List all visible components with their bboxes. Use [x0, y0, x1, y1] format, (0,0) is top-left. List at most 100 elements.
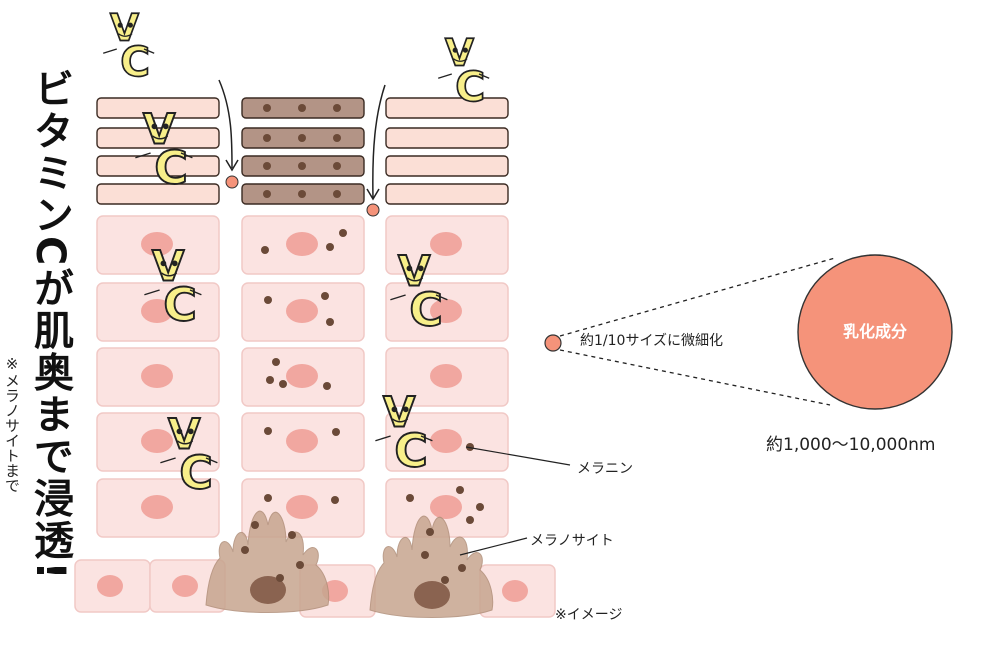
melanin-dot	[323, 382, 331, 390]
eye-icon	[187, 428, 194, 435]
leader-line-melanocyte	[459, 537, 528, 556]
vitamin-c-letter: C	[179, 446, 212, 499]
cell-nucleus	[430, 299, 462, 323]
micro-particle-large	[544, 334, 562, 352]
stratum-melanin	[298, 104, 306, 112]
melanin-dot	[466, 443, 474, 451]
vitamin-c-letter: C	[409, 283, 442, 336]
vitamin-v-letter: V	[143, 105, 176, 154]
stratum-layer	[96, 97, 220, 119]
melanin-dot	[332, 428, 340, 436]
stratum-layer	[385, 155, 509, 177]
arm-icon	[160, 457, 176, 464]
eye-icon	[117, 22, 123, 28]
arm-icon	[143, 48, 155, 54]
melanin-dot	[441, 576, 449, 584]
melanin-dot	[296, 561, 304, 569]
melanin-dot	[421, 551, 429, 559]
stratum-melanin	[263, 162, 271, 170]
arm-icon	[205, 457, 218, 464]
stratum-melanin	[263, 104, 271, 112]
stratum-melanin	[333, 162, 341, 170]
emulsion-size: 約1,000〜10,000nm	[766, 435, 936, 455]
arrow-head	[366, 188, 380, 201]
stratum-melanin	[298, 190, 306, 198]
label-melanin: メラニン	[577, 461, 633, 477]
eye-icon	[406, 265, 413, 272]
cell-nucleus	[430, 429, 462, 453]
melanin-dot	[426, 528, 434, 536]
stratum-melanin	[333, 104, 341, 112]
melanocyte	[369, 515, 494, 618]
melanin-dot	[266, 376, 274, 384]
vitamin-c-character: VC	[103, 5, 155, 87]
arm-icon	[180, 152, 193, 159]
melanocyte-nucleus	[250, 576, 286, 604]
emulsion-label: 乳化成分	[842, 322, 907, 341]
vitamin-c-character: VC	[135, 104, 193, 195]
arm-icon	[478, 73, 490, 79]
stratum-layer	[96, 183, 220, 205]
vitamin-v-letter: V	[110, 6, 139, 50]
cell-nucleus	[141, 429, 173, 453]
arrow-head	[225, 159, 239, 172]
melanin-dot	[406, 494, 414, 502]
dashed-line-top	[559, 257, 836, 337]
arm-icon	[189, 289, 202, 296]
stratum-layer	[96, 155, 220, 177]
melanin-dot	[279, 380, 287, 388]
melanin-dot	[466, 516, 474, 524]
eye-icon	[402, 406, 409, 413]
vitamin-v-letter: V	[445, 31, 474, 75]
smile-icon	[161, 272, 178, 277]
label-size-reduction: 約1/10サイズに微細化	[580, 333, 724, 349]
melanin-dot	[456, 486, 464, 494]
stratum-layer	[385, 97, 509, 119]
cell-nucleus	[141, 232, 173, 256]
cell-nucleus	[430, 232, 462, 256]
arm-icon	[103, 48, 117, 54]
eye-icon	[176, 428, 183, 435]
arm-icon	[438, 73, 452, 79]
arm-icon	[435, 294, 448, 301]
arrow-down	[218, 79, 233, 169]
stratum-melanin	[333, 190, 341, 198]
cell-nucleus	[286, 429, 318, 453]
vitamin-v-letter: V	[152, 242, 185, 291]
eye-icon	[127, 22, 133, 28]
vitamin-c-character: VC	[375, 387, 433, 478]
cell-nucleus	[286, 364, 318, 388]
vitamin-v-letter: V	[168, 410, 201, 459]
vitamin-c-letter: C	[154, 141, 187, 194]
arrow-down	[372, 84, 386, 199]
melanin-dot	[272, 358, 280, 366]
smile-icon	[392, 418, 409, 423]
smile-icon	[118, 33, 133, 37]
smile-icon	[177, 440, 194, 445]
eye-icon	[160, 260, 167, 267]
stratum-melanin	[263, 134, 271, 142]
cell-nucleus	[502, 580, 528, 602]
vitamin-c-character: VC	[144, 241, 202, 332]
vitamin-c-letter: C	[455, 63, 485, 111]
cell-nucleus	[430, 364, 462, 388]
smile-icon	[453, 58, 468, 62]
cell-nucleus	[141, 299, 173, 323]
melanin-dot	[241, 546, 249, 554]
dashed-line-bottom	[559, 349, 831, 406]
cell-nucleus	[141, 364, 173, 388]
smile-icon	[152, 135, 169, 140]
eye-icon	[171, 260, 178, 267]
image-note: ※イメージ	[555, 607, 623, 623]
arm-icon	[420, 435, 433, 442]
melanin-dot	[264, 494, 272, 502]
stratum-layer	[385, 183, 509, 205]
melanin-dot	[326, 318, 334, 326]
eye-icon	[417, 265, 424, 272]
emulsion-circle	[797, 254, 953, 410]
melanin-dot	[264, 427, 272, 435]
melanin-dot	[288, 531, 296, 539]
stratum-melanin	[298, 162, 306, 170]
